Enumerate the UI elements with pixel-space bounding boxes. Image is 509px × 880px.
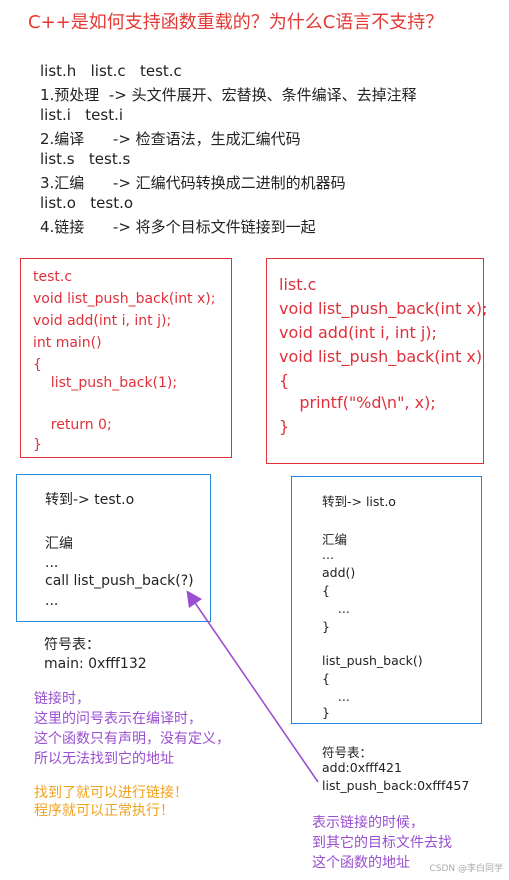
success-note-line: 程序就可以正常执行！	[34, 803, 174, 819]
code-line: ...	[45, 555, 59, 571]
step-line: list.i test.i	[40, 106, 124, 124]
code-line: int main()	[33, 335, 102, 351]
right-note-line: 这个函数的地址	[312, 855, 410, 871]
symbol-table-title: 符号表：	[322, 745, 373, 760]
step-line: 2.编译 -> 检查语法，生成汇编代码	[40, 130, 301, 148]
symbol-entry: list_push_back:0xfff457	[322, 778, 470, 793]
step-line: 1.预处理 -> 头文件展开、宏替换、条件编译、去掉注释	[40, 86, 417, 104]
code-line: void list_push_back(int x)	[279, 347, 483, 366]
list-o-box: 转到-> list.o 汇编 ... add() { ... } list_pu…	[291, 476, 482, 724]
code-line: {	[322, 671, 330, 686]
link-note-line: 所以无法找到它的地址	[34, 751, 174, 767]
code-line: }	[322, 705, 330, 720]
list-c-box: list.c void list_push_back(int x); void …	[266, 258, 488, 464]
code-line: void list_push_back(int x);	[33, 291, 216, 307]
code-line: list.c	[279, 275, 317, 294]
step-line: 3.汇编 -> 汇编代码转换成二进制的机器码	[40, 174, 346, 192]
link-note-line: 这里的问号表示在编译时，	[34, 711, 202, 727]
code-line: {	[322, 583, 330, 598]
code-line: add()	[322, 565, 356, 580]
code-line: ...	[322, 547, 334, 562]
code-line: void add(int i, int j);	[279, 323, 437, 342]
step-line: 4.链接 -> 将多个目标文件链接到一起	[40, 218, 316, 236]
code-line: ...	[45, 593, 59, 609]
code-line: list_push_back(1);	[33, 375, 178, 391]
test-o-box: 转到-> test.o 汇编 ... call list_push_back(?…	[16, 474, 211, 622]
code-line: return 0;	[33, 417, 112, 433]
step-line: list.h list.c test.c	[40, 62, 182, 80]
code-line: {	[33, 357, 42, 373]
code-line: 汇编	[322, 532, 348, 547]
code-line: ...	[322, 601, 350, 616]
right-note-line: 表示链接的时候，	[312, 815, 424, 831]
code-line: void add(int i, int j);	[33, 313, 172, 329]
code-line: test.c	[33, 269, 73, 285]
right-note-line: 到其它的目标文件去找	[312, 835, 452, 851]
code-line: }	[33, 437, 42, 453]
step-line: list.o test.o	[40, 194, 134, 212]
code-line: }	[322, 619, 330, 634]
step-line: list.s test.s	[40, 150, 131, 168]
code-line: }	[279, 417, 290, 436]
arrow-line	[186, 590, 319, 783]
code-line: void list_push_back(int x);	[279, 299, 488, 318]
code-line: ...	[322, 689, 350, 704]
symbol-entry: add:0xfff421	[322, 760, 402, 775]
success-note-line: 找到了就可以进行链接！	[34, 785, 188, 801]
watermark: CSDN @李白同学	[429, 864, 503, 874]
code-line: 转到-> test.o	[45, 492, 135, 508]
code-line: {	[279, 371, 290, 390]
page-title: C++是如何支持函数重载的？为什么C语言不支持？	[28, 12, 444, 33]
code-line: 汇编	[45, 536, 73, 552]
code-line: list_push_back()	[322, 653, 423, 668]
test-c-box: test.c void list_push_back(int x); void …	[20, 258, 232, 458]
symbol-table-title: 符号表：	[44, 637, 100, 653]
code-line: printf("%d\n", x);	[279, 393, 436, 412]
code-line: 转到-> list.o	[322, 494, 396, 509]
symbol-entry: main: 0xfff132	[44, 656, 147, 672]
link-note-line: 链接时，	[34, 691, 90, 707]
link-note-line: 这个函数只有声明，没有定义，	[34, 731, 230, 747]
code-line: call list_push_back(?)	[45, 573, 194, 589]
